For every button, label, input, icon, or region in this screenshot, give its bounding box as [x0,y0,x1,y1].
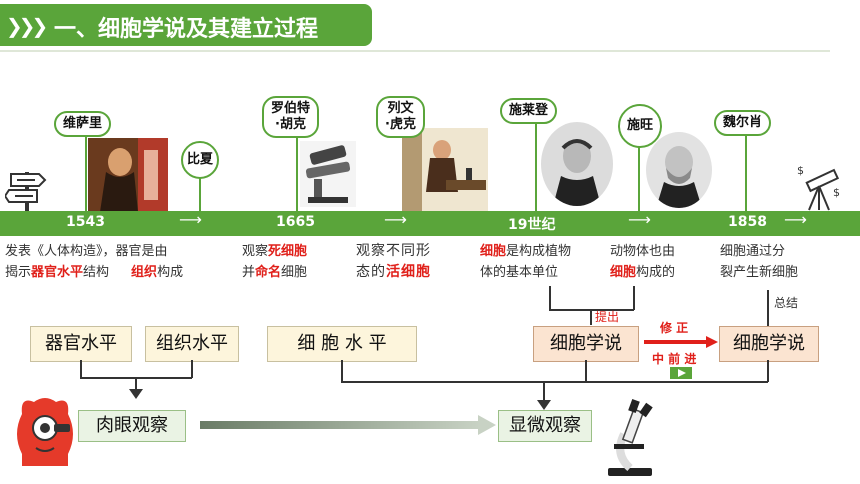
hooke-microscope-image [300,141,356,207]
organ-level-box: 器官水平 [30,326,132,362]
schwann-portrait [646,132,712,208]
desc-text: 细胞通过分 [720,244,786,259]
desc-highlight: 活细胞 [386,264,431,280]
bichat-stem [199,170,201,212]
bracket-line [590,309,592,325]
cell-level-box: 细 胞 水 平 [267,326,417,362]
page-title: 一、细胞学说及其建立过程 [54,17,319,42]
scientist-leeuwenhoek-line1: 列文 [387,101,414,116]
timeline-year-1543: 1543 [66,214,105,230]
tissue-level-box: 组织水平 [145,326,239,362]
desc-text: 构成 [157,265,184,280]
desc-text: 揭示 [5,265,32,280]
microscope-icon [608,398,653,476]
timeline-year-1858: 1858 [728,214,767,230]
header-divider [0,50,830,52]
schwann-stem [638,134,640,212]
desc-text: 观察 [242,244,269,259]
desc-text: 并 [242,265,256,280]
summary-label: 总结 [774,296,799,310]
scientist-schwann: 施旺 [618,104,662,148]
desc-text: 发表《人体构造》，器官是由 [5,244,168,259]
signpost-icon [5,172,47,212]
hooke-stem [296,136,298,212]
desc-text: 裂产生新细胞 [720,265,799,280]
desc-vesalius: 发表《人体构造》，器官是由 揭示器官水平结构 组织构成 [5,241,183,283]
scientist-schleiden: 施莱登 [500,98,558,124]
connector-line [341,381,768,383]
scientist-hooke-line2: ·胡克 [275,117,306,132]
connector-line [543,381,545,403]
desc-highlight: 命名 [255,265,282,280]
desc-text: 体的基本单位 [480,265,559,280]
virchow-stem [745,134,747,212]
desc-virchow: 细胞通过分 裂产生新细胞 [720,241,798,283]
desc-text: 构成的 [636,265,676,280]
connector-line [80,360,82,378]
bracket-line [633,286,635,310]
revise-arrow-icon [644,336,718,348]
section-header-bar [0,4,372,46]
vesalius-portrait [88,138,168,212]
connector-line [585,360,587,382]
timeline-bar [0,211,860,236]
timeline-arrow: ⟶ [179,210,202,229]
chevron-icon: ❯❯❯ [6,14,48,38]
scientist-leeuwenhoek-line2: ·虎克 [385,117,416,132]
connector-line [341,360,343,382]
progress-arrow-icon [200,415,496,435]
desc-highlight: 细胞 [480,244,507,259]
scientist-hooke: 罗伯特 ·胡克 [262,96,320,138]
microscope-box: 显微观察 [498,410,592,442]
revise-label: 修 正 [660,321,689,335]
timeline-arrow: ⟶ [384,210,407,229]
connector-line [191,360,193,378]
bracket-line [549,309,634,311]
desc-schleiden: 细胞是构成植物 体的基本单位 [480,241,571,283]
svg-text:$: $ [833,186,840,199]
timeline-arrow: ⟶ [628,210,651,229]
connector-line [135,377,137,391]
timeline-year-1665: 1665 [276,214,315,230]
desc-text: 动物体也由 [610,244,676,259]
play-icon [670,367,692,379]
scientist-vesalius: 维萨里 [54,111,112,137]
desc-text: 是构成植物 [506,244,572,259]
desc-leeuwenhoek: 观察不同形 态的活细胞 [356,241,431,283]
desc-text: 细胞 [281,265,308,280]
scientist-hooke-line1: 罗伯特 [271,101,311,116]
summary-line [767,290,769,326]
propose-label: 提出 [595,310,620,324]
desc-highlight: 死细胞 [268,244,308,259]
desc-text: 观察不同形 [356,243,431,259]
desc-highlight: 细胞 [610,265,637,280]
scientist-leeuwenhoek: 列文 ·虎克 [376,96,425,138]
scientist-virchow: 魏尔肖 [714,110,772,136]
desc-text: 结构 [83,265,110,280]
schleiden-portrait [541,122,613,206]
timeline-19th-century: 19世纪 [508,217,556,233]
naked-eye-box: 肉眼观察 [78,410,186,442]
schleiden-stem [535,120,537,212]
cell-theory-box: 细胞学说 [533,326,639,362]
desc-highlight: 器官水平 [31,265,84,280]
vesalius-stem [85,134,87,212]
progress-label: 中 前 进 [652,352,697,366]
arrow-down-icon [129,389,143,399]
bracket-line [549,286,551,310]
leeuwenhoek-image [402,128,488,212]
desc-hooke: 观察死细胞 并命名细胞 [242,241,307,283]
desc-schwann: 动物体也由 细胞构成的 [610,241,675,283]
connector-line [767,360,769,382]
arrow-down-icon [537,400,551,410]
cell-theory-revised-box: 细胞学说 [719,326,819,362]
telescope-icon: $ $ [797,164,840,211]
desc-text: 态的 [356,264,386,280]
svg-text:$: $ [797,164,804,177]
scientist-bichat: 比夏 [181,141,219,179]
timeline-arrow: ⟶ [784,210,807,229]
desc-highlight: 组织 [131,265,158,280]
mascot-icon [17,398,73,466]
